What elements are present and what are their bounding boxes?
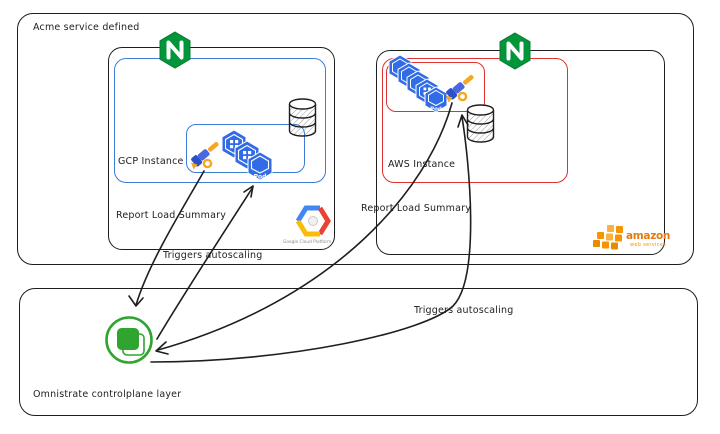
pod-label: Pod <box>430 107 442 113</box>
gcp-opentelemetry-telescope-icon <box>191 141 219 170</box>
gcp-database-icon <box>288 98 317 137</box>
omnistrate-icon <box>105 316 153 364</box>
amazon-logo-text: amazon <box>626 230 671 242</box>
amazon-logo-subtext: web services <box>630 242 667 248</box>
gcp-pods-icon: Pod <box>221 129 273 181</box>
gcp-logo-caption: Google Cloud Platform <box>283 240 332 245</box>
pod-label: Pod <box>254 174 267 181</box>
gcp-report-load-summary-label: Report Load Summary <box>116 210 227 221</box>
acme-service-label: Acme service defined <box>33 22 140 33</box>
aws-opentelemetry-telescope-icon <box>446 74 474 103</box>
aws-instance-label: AWS Instance <box>388 159 456 170</box>
aws-nginx-icon <box>499 32 531 70</box>
aws-database-icon <box>466 104 495 143</box>
gcp-logo-icon <box>295 205 331 237</box>
gcp-nginx-icon: N <box>159 31 191 69</box>
aws-logo-icon <box>593 225 623 250</box>
gcp-instance-label: GCP Instance <box>118 156 184 167</box>
omnistrate-controlplane-label: Omnistrate controlplane layer <box>33 389 182 400</box>
aws-report-load-summary-label: Report Load Summary <box>361 203 472 214</box>
gcp-triggers-autoscaling-label: Triggers autoscaling <box>163 250 263 261</box>
